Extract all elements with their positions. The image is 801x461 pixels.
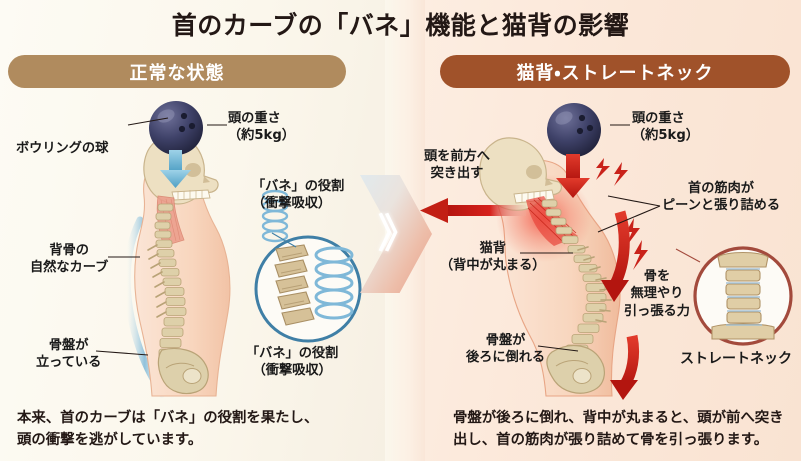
label-spring-role-inset: 「バネ」の役割 （衝撃吸収） (246, 346, 339, 379)
right-body-figure (479, 103, 648, 400)
right-panel-header-pill: 猫背・ストレートネック (440, 55, 790, 88)
left-panel-caption: 本来、首のカーブは「バネ」の役割を果たし、 頭の衝撃を逃がしています。 (17, 410, 319, 448)
label-bowling-ball: ボウリングの球 (16, 141, 109, 156)
left-panel-header-pill: 正常な状態 (8, 55, 346, 88)
label-neck-muscle-tension: 首の筋肉が ピーンと張り詰める (662, 181, 781, 214)
label-head-weight-right: 頭の重さ （約5kg） (632, 111, 699, 144)
label-head-weight-left: 頭の重さ （約5kg） (228, 111, 295, 144)
label-spine-natural-curve: 背骨の 自然なカーブ (30, 243, 109, 276)
head-load-arrow (556, 154, 590, 198)
left-panel-header-label: 正常な状態 (129, 62, 225, 84)
label-head-forward: 頭を前方へ 突き出す (424, 149, 490, 182)
downward-force-arrow (160, 150, 191, 188)
head-forward-arrow (420, 198, 526, 223)
right-panel-header-label: 猫背・ストレートネック (516, 62, 714, 84)
neck-strain-arrows-upper (596, 158, 628, 186)
left-body-figure (123, 101, 231, 398)
label-straight-neck: ストレートネック (680, 351, 792, 367)
label-spring-role-top: 「バネ」の役割 （衝撃吸収） (252, 179, 345, 212)
label-pelvis-upright: 骨盤が 立っている (36, 338, 102, 371)
label-bone-pull-force: 骨を 無理やり 引っ張る力 (624, 269, 690, 319)
left-spring-inset-circle (254, 235, 362, 343)
straight-neck-inset-circle (693, 246, 793, 346)
label-pelvis-tilted-back: 骨盤が 後ろに倒れる (466, 333, 546, 366)
transition-arrow: 》 (360, 175, 432, 293)
label-hunchback: 猫背 （背中が丸まる） (440, 241, 546, 274)
right-panel-caption: 骨盤が後ろに倒れ、背中が丸まると、頭が前へ突き 出し、首の筋肉が張り詰めて骨を引… (453, 410, 784, 448)
page-title: 首のカーブの「バネ」機能と猫背の影響 (171, 11, 630, 40)
chevron-right-icon: 》 (378, 212, 418, 256)
pelvis-pull-arrow (610, 334, 640, 400)
